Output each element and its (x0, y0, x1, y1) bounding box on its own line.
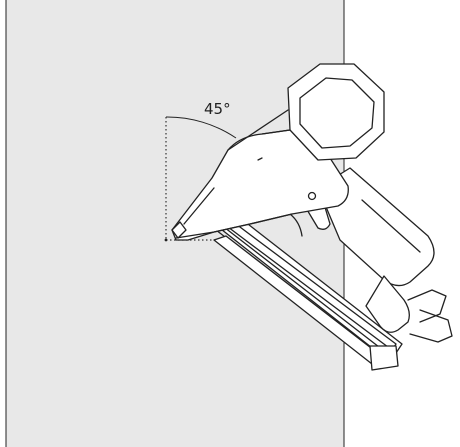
angle-label: 45° (204, 100, 231, 118)
nail-gun-cap (227, 63, 385, 161)
wall-surface (6, 0, 344, 447)
angle-arc (165, 116, 237, 139)
angle-vertex-dot (164, 238, 168, 242)
angle-guide (164, 116, 237, 242)
nail-gun-icon (171, 63, 453, 371)
nail-gun-body (171, 129, 349, 241)
nail-gun-magazine (211, 213, 403, 371)
